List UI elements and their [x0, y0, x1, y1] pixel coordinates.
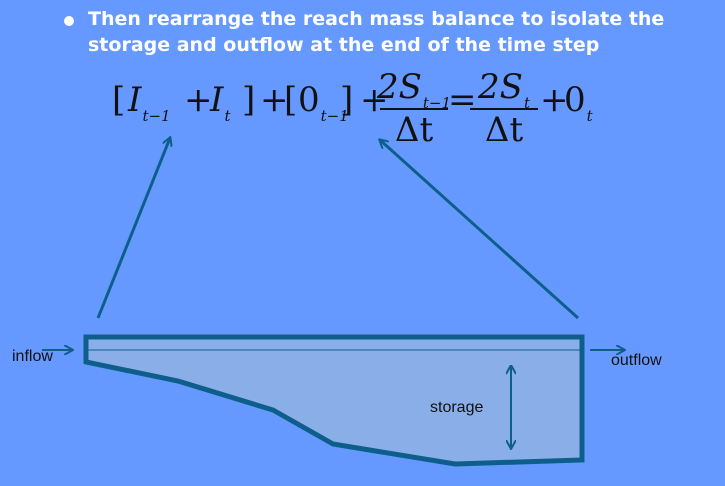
inflow-prev-subscript: t−1	[142, 107, 171, 125]
storage-curr-subscript: t	[523, 94, 530, 112]
outflow-curr-symbol: 0	[564, 80, 586, 120]
storage-curr-fraction: 2St Δt	[464, 66, 544, 150]
plus-sign-1: +	[184, 80, 213, 120]
inflow-prev-term: It−1	[128, 80, 171, 125]
outflow-prev-term: 0t−1	[298, 80, 349, 125]
storage-curr-numerator: 2S	[478, 67, 523, 107]
inflow-pointer-arrow	[96, 138, 170, 319]
outflow-prev-subscript: t−1	[320, 107, 349, 125]
storage-prev-denominator: Δt	[394, 110, 434, 150]
fraction-bar-2	[470, 108, 538, 110]
reach-outline	[83, 334, 585, 467]
outflow-curr-term: 0t	[564, 80, 593, 125]
storage-label: storage	[430, 399, 484, 416]
mass-balance-equation: [ It−1 + It ] + [ 0t−1 ] + 2St−1 Δt = 2S…	[112, 66, 612, 156]
storage-prev-subscript: t−1	[422, 94, 452, 112]
inflow-curr-term: It	[210, 80, 230, 125]
bracket-close-1: ]	[242, 80, 256, 120]
storage-pointer-arrow	[380, 140, 580, 320]
outflow-label: outflow	[611, 352, 662, 369]
bracket-close-2: ]	[340, 80, 354, 120]
bullet-point: Then rearrange the reach mass balance to…	[64, 6, 704, 58]
storage-prev-numerator: 2S	[376, 67, 422, 107]
bracket-open-2: [	[284, 80, 298, 120]
storage-curr-denominator: Δt	[484, 110, 524, 150]
plus-sign-4: +	[540, 80, 569, 120]
bracket-open-1: [	[112, 80, 126, 120]
outflow-curr-subscript: t	[586, 107, 593, 125]
inflow-prev-symbol: I	[128, 80, 142, 120]
plus-sign-3: +	[360, 80, 389, 120]
inflow-curr-symbol: I	[210, 80, 224, 120]
equals-sign: =	[448, 80, 477, 120]
bullet-dot-icon	[64, 16, 74, 26]
bullet-text: Then rearrange the reach mass balance to…	[88, 8, 665, 56]
storage-fill	[86, 337, 582, 464]
inflow-label: inflow	[12, 348, 53, 365]
fraction-bar-1	[380, 108, 448, 110]
plus-sign-2: +	[260, 80, 289, 120]
storage-prev-fraction: 2St−1 Δt	[374, 66, 454, 150]
outflow-prev-symbol: 0	[298, 80, 320, 120]
inflow-curr-subscript: t	[224, 107, 231, 125]
